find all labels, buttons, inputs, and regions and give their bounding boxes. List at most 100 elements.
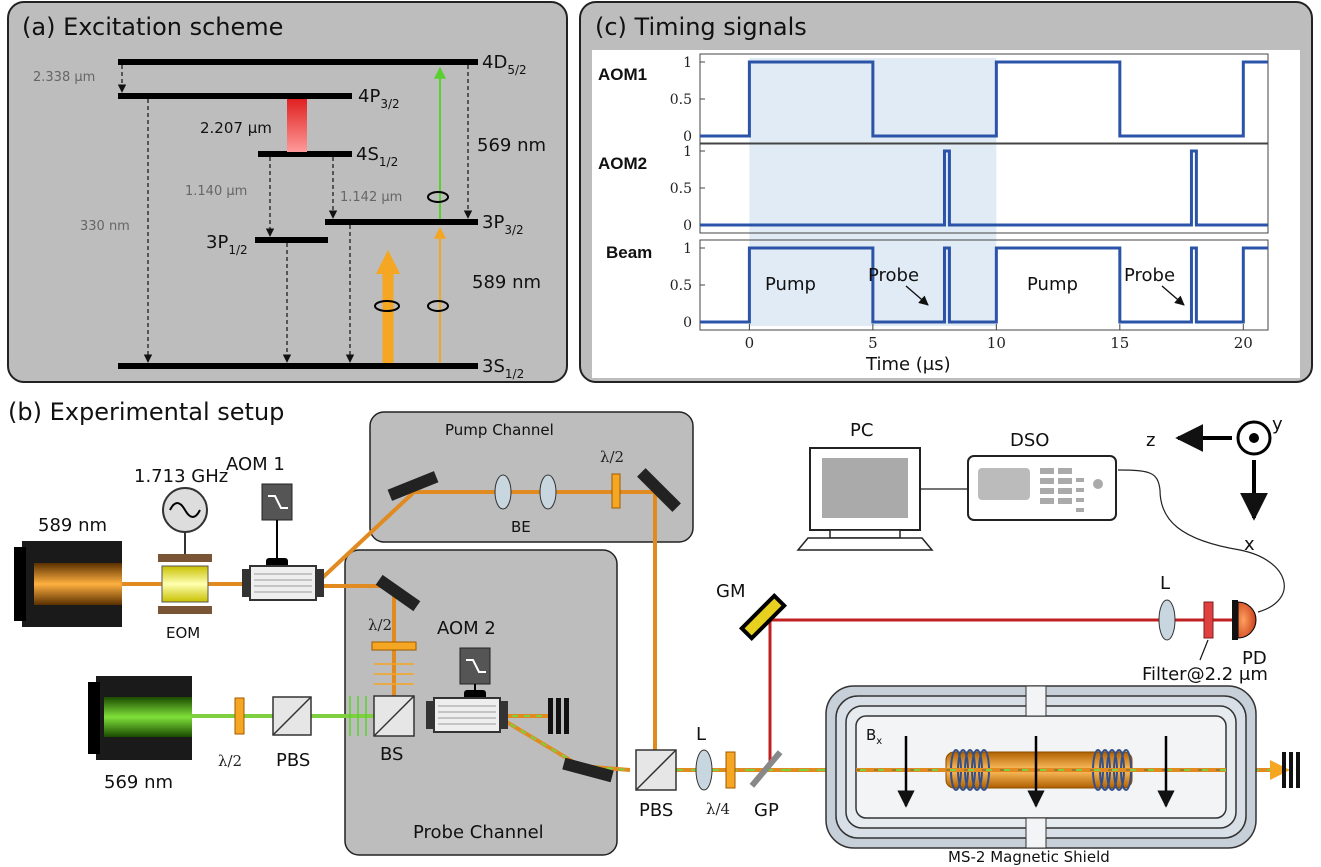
x-axis-label: Time (μs) <box>865 354 951 375</box>
x-tick-label: 0 <box>745 334 755 352</box>
axis-z-label: z <box>1146 430 1155 451</box>
series-line-beam <box>700 246 1268 324</box>
aom2-crystal <box>433 697 501 733</box>
y-tick-label: 0 <box>683 218 692 234</box>
hwp-probe-label: λ/2 <box>368 616 392 634</box>
bs-label: BS <box>380 744 403 765</box>
row-label-beam: Beam <box>606 243 652 262</box>
y-tick-label: 0.5 <box>670 92 692 108</box>
wavelength-330: 330 nm <box>80 219 130 234</box>
y-tick-label: 0.5 <box>670 278 692 294</box>
pump-channel-label: Pump Channel <box>445 421 554 439</box>
lens-detect-label: L <box>1160 573 1170 594</box>
y-tick-label: 1 <box>683 144 692 160</box>
polarization-icon <box>374 300 400 312</box>
y-tick-label: 0 <box>683 129 692 145</box>
laser-569-label: 569 nm <box>104 772 173 793</box>
level-3p32-label: 3P3/2 <box>482 212 524 237</box>
laser-589-beam-window <box>34 563 122 605</box>
dso-label: DSO <box>1010 430 1049 451</box>
half-wave-plate <box>371 641 417 651</box>
x-tick-label: 5 <box>868 334 878 352</box>
photodiode <box>1237 601 1257 639</box>
eom-crystal <box>161 565 209 603</box>
polarization-icon <box>427 191 449 203</box>
aom2-label: AOM 2 <box>437 618 496 639</box>
x-tick-label: 10 <box>987 334 1006 352</box>
qwp-label: λ/4 <box>706 800 730 818</box>
level-4d-label: 4D5/2 <box>482 52 527 77</box>
polarization-icon <box>427 300 449 312</box>
lens <box>494 474 512 510</box>
axis-y-label: y <box>1272 414 1283 435</box>
beam-end-arrow <box>1270 760 1290 780</box>
shield-label: MS-2 Magnetic Shield <box>948 848 1110 866</box>
lens-label: L <box>696 724 706 745</box>
annotation-pump-2: Pump <box>1027 274 1078 295</box>
half-wave-plate <box>234 697 245 735</box>
filter-label: Filter@2.2 μm <box>1142 664 1268 685</box>
filter <box>1203 601 1214 639</box>
hwp-569-label: λ/2 <box>218 752 242 770</box>
frequency-label: 1.713 GHz <box>134 466 228 487</box>
annotation-probe-arrow <box>1161 285 1185 306</box>
wavelength-1142: 1.142 μm <box>340 190 402 205</box>
probe-channel-label: Probe Channel <box>413 822 544 843</box>
y-tick-label: 1 <box>683 55 692 71</box>
beam-dump <box>548 698 569 734</box>
pc-label: PC <box>850 420 873 441</box>
bx-label: Bx <box>866 726 882 747</box>
lens <box>1158 599 1176 641</box>
eom-label: EOM <box>166 624 200 642</box>
mirror <box>637 468 681 512</box>
panel-b: (b) Experimental setup Pump Channel Prob… <box>8 398 1300 866</box>
level-3s-label: 3S1/2 <box>482 356 524 381</box>
panel-b-title: (b) Experimental setup <box>8 398 284 426</box>
dso-buttons <box>1040 468 1084 512</box>
dso-screen <box>978 468 1030 500</box>
aom1-driver-icon <box>268 495 288 509</box>
series-line-aom2 <box>700 149 1268 227</box>
laser-589-face <box>14 547 26 621</box>
quarter-wave-plate <box>725 751 736 789</box>
hwp-pump-label: λ/2 <box>600 448 624 466</box>
mirror <box>387 471 439 501</box>
pd-label: PD <box>1242 648 1267 669</box>
gm-label: GM <box>716 581 745 602</box>
eom-electrode-bottom <box>158 606 212 614</box>
beam-589-pump <box>318 490 657 770</box>
mirror <box>562 757 614 783</box>
transition-2207-band <box>287 99 307 152</box>
annotation-probe-1: Probe <box>868 265 919 286</box>
keyboard-icon <box>796 537 934 551</box>
row-label-aom2: AOM2 <box>598 154 647 173</box>
pbs-569-label: PBS <box>276 750 310 771</box>
laser-589-label: 589 nm <box>38 515 107 536</box>
x-tick-label: 20 <box>1234 334 1253 352</box>
galvo-mirror <box>738 592 788 642</box>
lens <box>695 749 713 791</box>
pc-base <box>829 529 901 539</box>
y-tick-label: 0.5 <box>670 181 692 197</box>
half-wave-plate <box>611 473 621 509</box>
level-4s-label: 4S1/2 <box>356 144 398 169</box>
wavelength-2207: 2.207 μm <box>200 119 272 137</box>
x-tick-label: 15 <box>1110 334 1129 352</box>
level-4p-label: 4P3/2 <box>358 86 400 111</box>
level-3p12-label: 3P1/2 <box>206 232 248 257</box>
wavelength-2338: 2.338 μm <box>33 70 95 85</box>
annotation-probe-2: Probe <box>1124 265 1175 286</box>
pbs-main-label: PBS <box>639 800 673 821</box>
aom1-label: AOM 1 <box>226 454 285 475</box>
pump-channel-box <box>369 411 694 543</box>
y-tick-label: 0 <box>683 315 692 331</box>
aom1-crystal <box>249 565 317 601</box>
series-line-aom1 <box>700 60 1268 138</box>
y-tick-label: 1 <box>683 241 692 257</box>
signal-cable <box>1117 469 1285 613</box>
panel-a: (a) Excitation scheme 4D5/2 4P3/2 4S1/2 … <box>7 1 568 383</box>
laser-569-face <box>88 682 100 754</box>
